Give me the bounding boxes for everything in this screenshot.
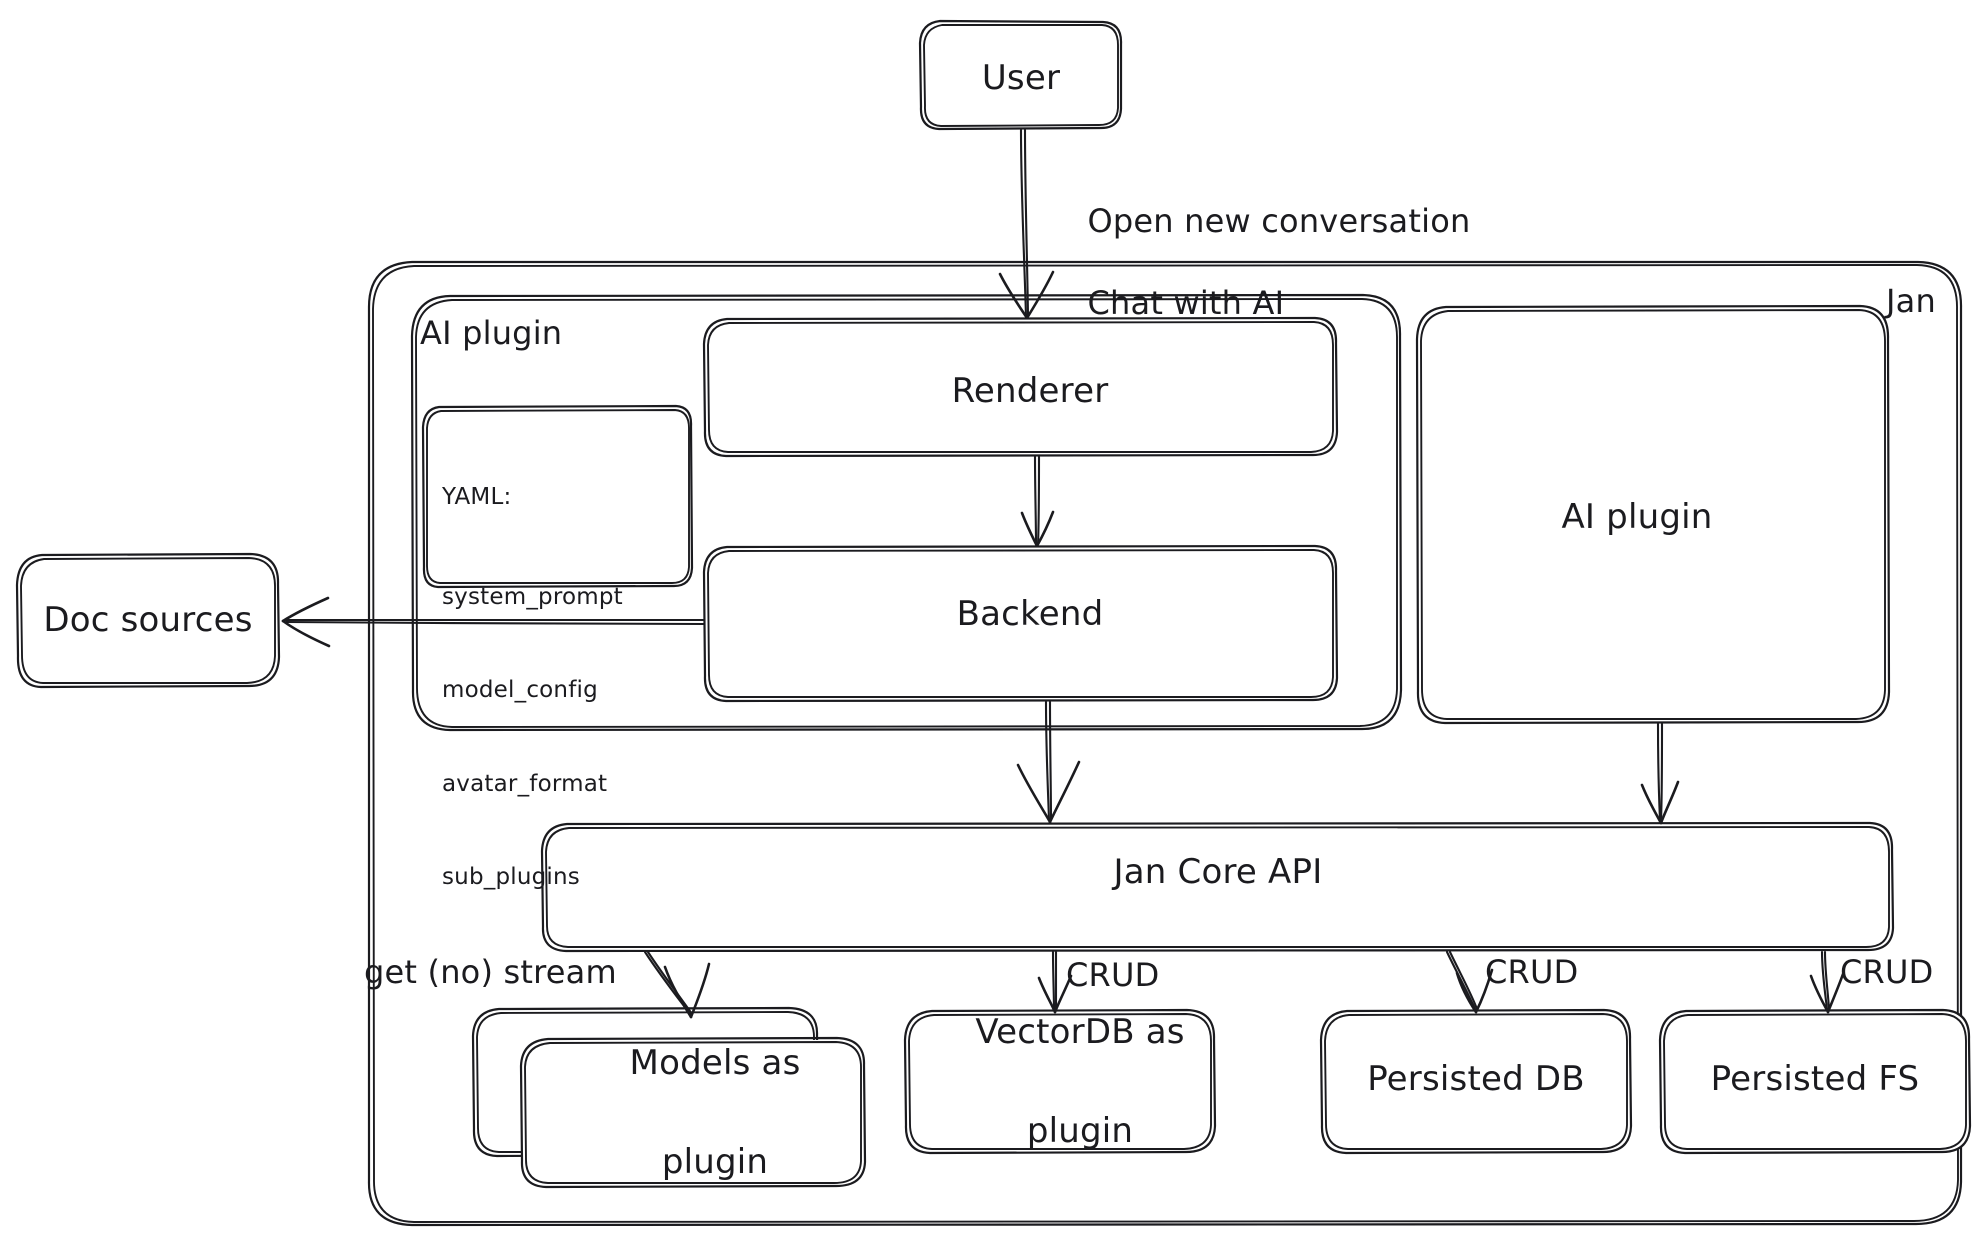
edge-label-line-2: Chat with AI bbox=[1087, 283, 1285, 322]
ai-plugin-right-label: AI plugin bbox=[1561, 497, 1713, 538]
edge-backend-to-core bbox=[1016, 700, 1081, 824]
models-plugin-label: Models as plugin bbox=[586, 990, 801, 1236]
yaml-note-shape bbox=[421, 404, 694, 589]
models-plugin-front-shape bbox=[519, 1036, 867, 1189]
vectordb-plugin-shape bbox=[903, 1008, 1217, 1155]
persisted-db-label: Persisted DB bbox=[1367, 1059, 1585, 1100]
edge-core-to-persisted-db bbox=[1445, 950, 1494, 1014]
edge-backend-to-doc-sources bbox=[281, 596, 706, 648]
jan-core-api-shape bbox=[540, 821, 1895, 953]
ai-plugin-right-shape bbox=[1415, 304, 1891, 725]
edge-user-to-renderer bbox=[998, 128, 1055, 320]
doc-sources-box-shape bbox=[15, 552, 281, 689]
renderer-label: Renderer bbox=[951, 371, 1109, 412]
doc-sources-label: Doc sources bbox=[43, 600, 253, 641]
vectordb-plugin-label: VectorDB as plugin bbox=[931, 959, 1184, 1205]
yaml-note-text: YAML: system_prompt model_config avatar_… bbox=[442, 420, 623, 955]
yaml-note-line-3: avatar_format bbox=[442, 770, 608, 797]
backend-box-shape bbox=[702, 544, 1339, 703]
user-box-shape bbox=[918, 19, 1123, 131]
renderer-box-shape bbox=[702, 316, 1339, 458]
persisted-fs-shape bbox=[1658, 1008, 1972, 1155]
yaml-note-line-2: model_config bbox=[442, 677, 598, 704]
edge-label-core-to-persisted-fs: CRUD bbox=[1840, 953, 1934, 991]
edge-label-core-to-models: get (no) stream bbox=[364, 953, 617, 991]
persisted-db-shape bbox=[1319, 1008, 1633, 1155]
jan-container-shape bbox=[367, 260, 1963, 1227]
edge-core-to-persisted-fs bbox=[1809, 950, 1845, 1014]
models-plugin-line-2: plugin bbox=[661, 1141, 769, 1182]
edge-renderer-to-backend bbox=[1020, 455, 1055, 548]
edge-core-to-vectordb bbox=[1037, 950, 1073, 1014]
models-plugin-line-1: Models as bbox=[629, 1043, 801, 1084]
persisted-fs-label: Persisted FS bbox=[1710, 1059, 1920, 1100]
yaml-note-head: YAML: bbox=[442, 484, 512, 511]
ai-plugin-group-shape bbox=[410, 293, 1403, 732]
edge-label-core-to-persisted-db: CRUD bbox=[1485, 953, 1579, 991]
edge-aiplugin-to-core bbox=[1640, 722, 1680, 825]
edge-label-core-to-vectordb: CRUD bbox=[1066, 956, 1160, 994]
ai-plugin-group-label: AI plugin bbox=[420, 314, 563, 352]
edge-label-user-to-renderer: Open new conversation Chat with AI bbox=[1046, 160, 1471, 365]
yaml-note-line-1: system_prompt bbox=[442, 584, 623, 611]
backend-label: Backend bbox=[956, 594, 1104, 635]
edge-label-line-1: Open new conversation bbox=[1087, 201, 1471, 240]
vectordb-plugin-line-2: plugin bbox=[1026, 1110, 1134, 1151]
yaml-note-line-4: sub_plugins bbox=[442, 863, 580, 890]
jan-core-api-label: Jan Core API bbox=[1113, 852, 1323, 893]
user-label: User bbox=[981, 58, 1061, 99]
jan-container-label: Jan bbox=[1886, 282, 1936, 320]
vectordb-plugin-line-1: VectorDB as bbox=[975, 1012, 1185, 1053]
edge-core-to-models bbox=[643, 950, 711, 1019]
